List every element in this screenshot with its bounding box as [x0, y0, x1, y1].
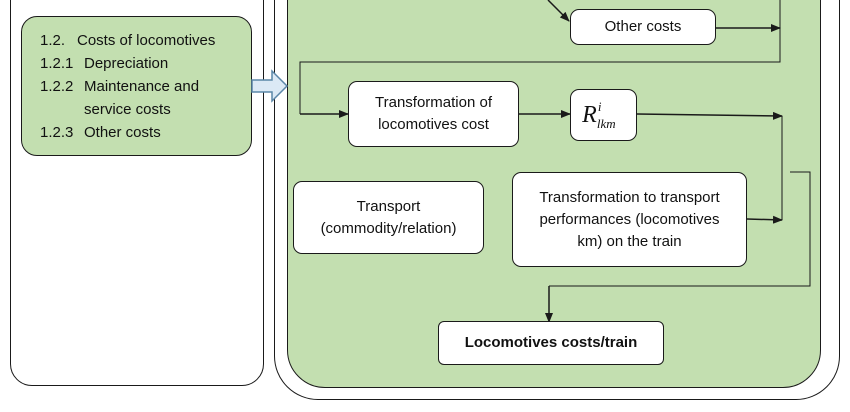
transformation-cost-line: locomotives cost — [378, 116, 489, 133]
other-costs-box: Other costs — [570, 9, 716, 45]
result-label: Locomotives costs/train — [464, 334, 638, 351]
connector-to-result — [549, 171, 811, 287]
cost-item: 1.2.3 Other costs — [40, 121, 161, 144]
transport-box: Transport (commodity/relation) — [293, 181, 484, 254]
cost-item-number: 1.2.2 — [40, 78, 74, 95]
transformation-performance-box: Transformation to transport performances… — [512, 172, 747, 267]
connector-to-other-costs — [547, 0, 570, 22]
transfer-arrow — [251, 69, 289, 103]
cost-item-label: service costs — [84, 101, 171, 118]
connector-top-feedback — [299, 0, 781, 82]
connector-rate-right — [636, 111, 783, 120]
rate-formula-box: R i lkm — [570, 89, 637, 141]
costs-of-locomotives-panel: 1.2. Costs of locomotives 1.2.1 Deprecia… — [21, 16, 252, 156]
transport-line: Transport — [356, 197, 421, 215]
cost-item-number: 1.2.1 — [40, 55, 74, 72]
rate-symbol: R — [582, 102, 597, 128]
transport-line: (commodity/relation) — [320, 219, 457, 237]
cost-item: 1.2. Costs of locomotives — [40, 29, 215, 52]
rate-superscript: i — [597, 99, 602, 114]
cost-item-number: 1.2. — [40, 32, 66, 49]
rate-subscript: lkm — [596, 116, 616, 131]
transformation-cost-box: Transformation of locomotives cost — [348, 81, 519, 147]
cost-item: 1.2.1 Depreciation — [40, 52, 168, 75]
transformation-performance-line: Transformation to transport — [539, 188, 720, 206]
transformation-performance-line: km) on the train — [577, 232, 682, 250]
locomotives-costs-train-box: Locomotives costs/train — [438, 321, 664, 365]
cost-item-label: Depreciation — [84, 55, 169, 72]
other-costs-label: Other costs — [604, 18, 682, 35]
cost-item-label: Maintenance and — [84, 78, 200, 95]
transformation-cost-line: Transformation of — [375, 94, 492, 111]
cost-item-label: Costs of locomotives — [77, 32, 216, 49]
cost-item-label: Other costs — [84, 124, 161, 141]
cost-item: 1.2.2 Maintenance and — [40, 75, 199, 98]
connector-performance-right — [746, 215, 783, 224]
transformation-performance-line: performances (locomotives — [539, 210, 720, 228]
cost-item-number: 1.2.3 — [40, 124, 74, 141]
